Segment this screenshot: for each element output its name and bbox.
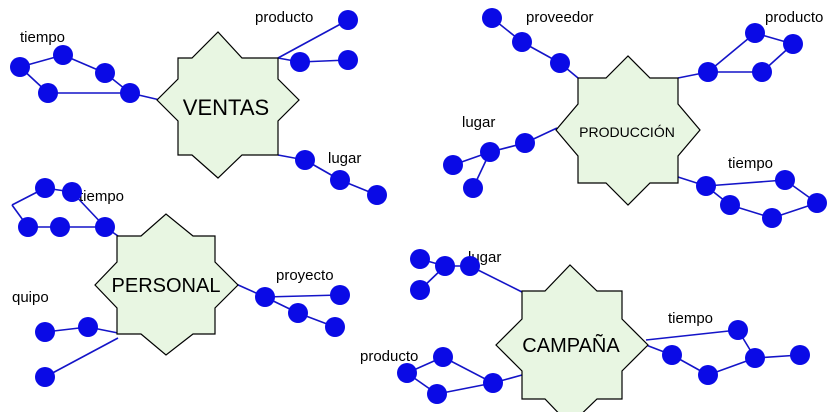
- dimension-node: [95, 217, 115, 237]
- dimension-node: [762, 208, 782, 228]
- ventas-fact-star: [156, 31, 300, 179]
- dimension-node: [775, 170, 795, 190]
- dimension-node: [35, 178, 55, 198]
- campana-tiempo-label: tiempo: [668, 310, 713, 327]
- dimension-node: [330, 170, 350, 190]
- edge: [645, 329, 739, 341]
- produccion-schema: PRODUCCIÓN proveedor producto lugar tiem…: [443, 8, 827, 228]
- dimension-node: [483, 373, 503, 393]
- campana-label: CAMPAÑA: [522, 333, 620, 357]
- dimension-node: [35, 367, 55, 387]
- edge: [705, 179, 786, 187]
- dimension-node: [330, 285, 350, 305]
- dimension-node: [18, 217, 38, 237]
- dimension-node: [62, 182, 82, 202]
- dimension-node: [728, 320, 748, 340]
- personal-tiempo-label: tiempo: [79, 188, 124, 205]
- dimension-node: [338, 50, 358, 70]
- edge: [707, 32, 756, 73]
- dimension-node: [10, 57, 30, 77]
- edge: [277, 19, 349, 59]
- produccion-lugar-label: lugar: [462, 114, 495, 131]
- dimension-node: [662, 345, 682, 365]
- dimension-node: [482, 8, 502, 28]
- dimension-node: [38, 83, 58, 103]
- ventas-tiempo-label: tiempo: [20, 29, 65, 46]
- dimension-node: [460, 256, 480, 276]
- produccion-fact-star: [555, 55, 701, 206]
- personal-schema: PERSONAL tiempo quipo proyecto: [11, 178, 350, 387]
- dimension-node: [745, 23, 765, 43]
- dimension-node: [807, 193, 827, 213]
- produccion-proveedor-label: proveedor: [526, 9, 594, 26]
- personal-nodes: [18, 178, 350, 387]
- produccion-label: PRODUCCIÓN: [579, 124, 675, 140]
- dimension-node: [463, 178, 483, 198]
- ventas-producto-label: producto: [255, 9, 313, 26]
- dimension-node: [433, 347, 453, 367]
- edge: [264, 294, 341, 298]
- dimension-node: [745, 348, 765, 368]
- dimension-node: [512, 32, 532, 52]
- dimension-node: [338, 10, 358, 30]
- dimension-node: [443, 155, 463, 175]
- campana-nodes: [397, 249, 810, 404]
- produccion-tiempo-label: tiempo: [728, 155, 773, 172]
- dimension-node: [120, 83, 140, 103]
- dimension-node: [367, 185, 387, 205]
- dimension-node: [410, 249, 430, 269]
- dimension-node: [53, 45, 73, 65]
- dimension-node: [295, 150, 315, 170]
- personal-fact-star: [94, 213, 239, 356]
- dimension-node: [255, 287, 275, 307]
- ventas-lugar-label: lugar: [328, 150, 361, 167]
- dimension-node: [790, 345, 810, 365]
- edge: [44, 337, 119, 378]
- dimension-node: [95, 63, 115, 83]
- dimension-node: [427, 384, 447, 404]
- personal-equipo-label: quipo: [12, 289, 49, 306]
- dimension-node: [435, 256, 455, 276]
- dimension-node: [325, 317, 345, 337]
- produccion-producto-label: producto: [765, 9, 823, 26]
- ventas-label: VENTAS: [183, 95, 269, 120]
- dimension-node: [397, 363, 417, 383]
- ventas-schema: VENTAS tiempo producto lugar: [10, 9, 387, 205]
- dimension-node: [290, 52, 310, 72]
- dimension-node: [698, 62, 718, 82]
- dimension-node: [550, 53, 570, 73]
- personal-proyecto-label: proyecto: [276, 267, 334, 284]
- dimension-node: [50, 217, 70, 237]
- dimension-node: [696, 176, 716, 196]
- dimension-node: [720, 195, 740, 215]
- dimension-node: [515, 133, 535, 153]
- produccion-nodes: [443, 8, 827, 228]
- campana-schema: CAMPAÑA lugar producto tiempo: [360, 249, 810, 412]
- dimension-node: [410, 280, 430, 300]
- campana-producto-label: producto: [360, 348, 418, 365]
- campana-fact-star: [495, 264, 649, 412]
- dimension-node: [698, 365, 718, 385]
- ventas-nodes: [10, 10, 387, 205]
- dimension-node: [35, 322, 55, 342]
- dimension-node: [78, 317, 98, 337]
- dimension-node: [752, 62, 772, 82]
- dimension-node: [480, 142, 500, 162]
- personal-label: PERSONAL: [112, 275, 221, 297]
- dimension-node: [288, 303, 308, 323]
- dimension-node: [783, 34, 803, 54]
